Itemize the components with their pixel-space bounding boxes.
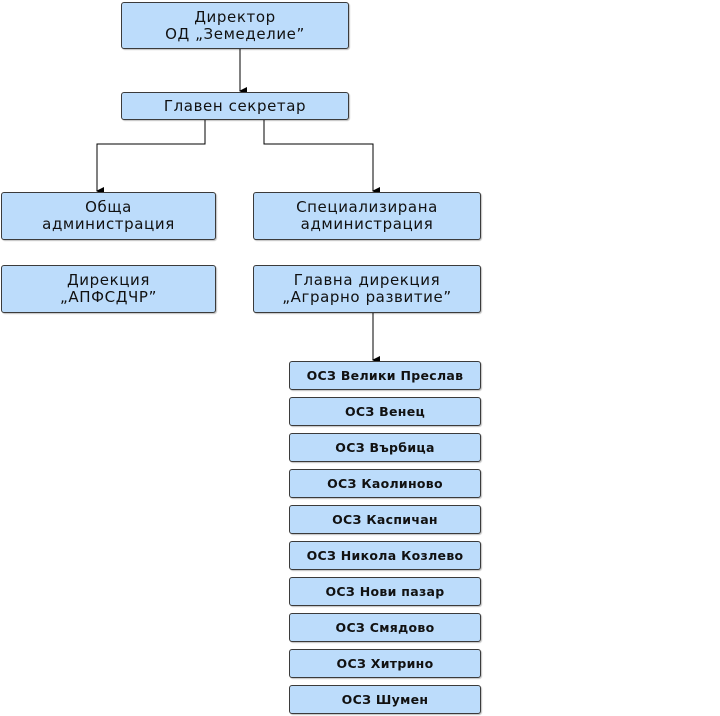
directorate-apfsdchr-line1: Дирекция [66, 271, 151, 289]
osz-office-label: ОСЗ Смядово [335, 620, 435, 635]
osz-office-label: ОСЗ Венец [344, 404, 426, 419]
osz-office-box[interactable]: ОСЗ Каолиново [289, 469, 481, 498]
directorate-agrarian-line2: „Аграрно развитие” [282, 288, 452, 306]
osz-office-label: ОСЗ Върбица [335, 440, 435, 455]
directorate-apfsdchr-box[interactable]: Дирекция „АПФСДЧР” [1, 265, 216, 313]
osz-office-box[interactable]: ОСЗ Хитрино [289, 649, 481, 678]
osz-office-box[interactable]: ОСЗ Каспичан [289, 505, 481, 534]
director-title: Директор [194, 7, 276, 26]
osz-office-box[interactable]: ОСЗ Шумен [289, 685, 481, 714]
general-administration-line2: администрация [42, 215, 175, 233]
osz-office-label: ОСЗ Никола Козлево [306, 548, 464, 563]
osz-office-label: ОСЗ Велики Преслав [306, 368, 464, 383]
osz-office-box[interactable]: ОСЗ Велики Преслав [289, 361, 481, 390]
connector-secretary-to-specialized [263, 120, 380, 195]
osz-office-box[interactable]: ОСЗ Върбица [289, 433, 481, 462]
chief-secretary-label: Главен секретар [163, 96, 307, 115]
directorate-agrarian-line1: Главна дирекция [293, 271, 441, 289]
osz-office-label: ОСЗ Каолиново [327, 476, 443, 491]
specialized-administration-box[interactable]: Специализирана администрация [253, 192, 481, 240]
general-administration-line1: Обща [85, 198, 132, 216]
osz-office-box[interactable]: ОСЗ Смядово [289, 613, 481, 642]
osz-office-box[interactable]: ОСЗ Никола Козлево [289, 541, 481, 570]
chief-secretary-box[interactable]: Главен секретар [121, 92, 349, 120]
specialized-administration-line2: администрация [300, 215, 434, 233]
directorate-apfsdchr-line2: „АПФСДЧР” [60, 288, 157, 306]
directorate-agrarian-box[interactable]: Главна дирекция „Аграрно развитие” [253, 265, 481, 313]
osz-office-label: ОСЗ Шумен [341, 692, 429, 707]
osz-office-box[interactable]: ОСЗ Венец [289, 397, 481, 426]
connector-secretary-to-general [96, 120, 206, 195]
osz-office-box[interactable]: ОСЗ Нови пазар [289, 577, 481, 606]
director-organization: ОД „Земеделие” [165, 24, 305, 43]
osz-office-label: ОСЗ Хитрино [336, 656, 434, 671]
specialized-administration-line1: Специализирана [296, 198, 438, 216]
director-box[interactable]: Директор ОД „Земеделие” [121, 2, 349, 49]
osz-office-label: ОСЗ Нови пазар [325, 584, 445, 599]
osz-office-label: ОСЗ Каспичан [332, 512, 438, 527]
general-administration-box[interactable]: Обща администрация [1, 192, 216, 240]
